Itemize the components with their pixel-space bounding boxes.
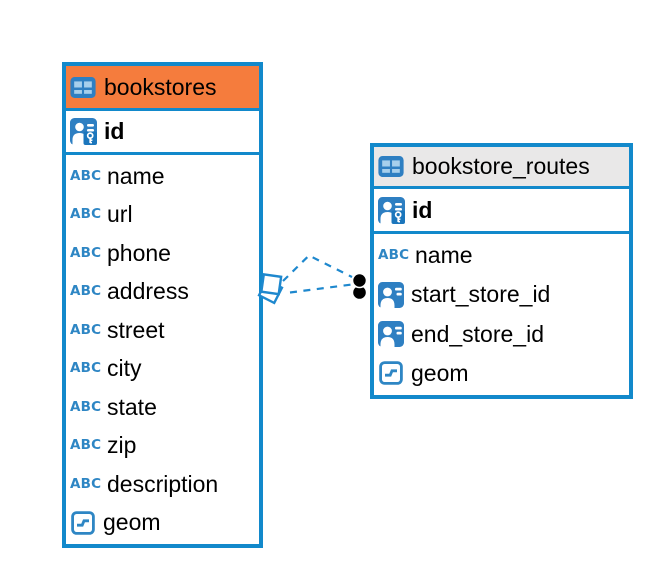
- column-row-description[interactable]: ABC description: [66, 465, 259, 504]
- column-label: state: [107, 393, 157, 420]
- column-label: end_store_id: [411, 320, 544, 347]
- column-label: url: [107, 201, 133, 228]
- column-row-end-store-id[interactable]: end_store_id: [374, 315, 629, 354]
- primary-key-icon: [70, 118, 97, 145]
- bookstores-columns: ABC name ABC url ABC phone ABC address A…: [66, 155, 259, 544]
- entity-table-bookstore-routes[interactable]: bookstore_routes id ABC name start_store…: [370, 143, 633, 399]
- relationship-dashed-lines[interactable]: [282, 254, 353, 294]
- text-type-icon: ABC: [70, 475, 102, 492]
- text-type-icon: ABC: [70, 244, 102, 261]
- table-title: bookstore_routes: [412, 153, 590, 179]
- text-type-icon: ABC: [70, 321, 102, 338]
- geometry-type-icon: [378, 361, 404, 385]
- relationship-line-1[interactable]: [282, 254, 353, 282]
- column-row-zip[interactable]: ABC zip: [66, 427, 259, 466]
- column-label: id: [412, 196, 433, 223]
- relationship-line-2[interactable]: [289, 283, 353, 294]
- column-label: name: [415, 242, 473, 269]
- column-row-geom[interactable]: geom: [374, 354, 629, 393]
- text-type-icon: ABC: [70, 437, 102, 453]
- column-row-address[interactable]: ABC address: [66, 273, 259, 312]
- column-row-url[interactable]: ABC url: [66, 196, 259, 235]
- table-title: bookstores: [104, 73, 217, 100]
- table-icon: [378, 156, 404, 177]
- column-label: geom: [411, 359, 469, 386]
- column-label: name: [107, 162, 165, 189]
- relationship-target-marker-dots: [351, 272, 368, 299]
- column-row-phone[interactable]: ABC phone: [66, 234, 259, 273]
- text-type-icon: ABC: [70, 398, 102, 415]
- column-label: id: [104, 118, 125, 144]
- reference-type-icon: [378, 321, 404, 347]
- column-row-name[interactable]: ABC name: [66, 157, 259, 196]
- bookstore-routes-columns: ABC name start_store_id end_store_id ge: [374, 234, 629, 395]
- column-label: geom: [103, 509, 161, 536]
- column-row-street[interactable]: ABC street: [66, 311, 259, 350]
- text-type-icon: ABC: [70, 283, 102, 299]
- column-row-city[interactable]: ABC city: [66, 350, 259, 389]
- column-label: address: [107, 278, 189, 305]
- text-type-icon: ABC: [70, 360, 102, 376]
- column-row-start-store-id[interactable]: start_store_id: [374, 275, 629, 314]
- column-label: zip: [107, 432, 137, 459]
- text-type-icon: ABC: [70, 167, 102, 184]
- bookstore-routes-header[interactable]: bookstore_routes: [374, 147, 629, 189]
- column-row-state[interactable]: ABC state: [66, 388, 259, 427]
- reference-type-icon: [378, 282, 404, 308]
- bookstores-header[interactable]: bookstores: [66, 66, 259, 111]
- geometry-type-icon: [70, 511, 96, 535]
- column-label: phone: [107, 239, 171, 266]
- primary-key-icon: [378, 197, 405, 224]
- table-icon: [70, 77, 96, 98]
- column-label: street: [107, 316, 165, 343]
- column-label: start_store_id: [411, 281, 551, 308]
- column-row-geom[interactable]: geom: [66, 504, 259, 543]
- text-type-icon: ABC: [378, 246, 410, 263]
- column-label: description: [107, 470, 219, 497]
- column-row-name[interactable]: ABC name: [374, 236, 629, 275]
- column-row-id[interactable]: id: [66, 111, 259, 155]
- text-type-icon: ABC: [70, 206, 102, 222]
- entity-table-bookstores[interactable]: bookstores id ABC name ABC url ABC phone…: [62, 62, 263, 548]
- column-label: city: [107, 355, 142, 382]
- column-row-id[interactable]: id: [374, 189, 629, 234]
